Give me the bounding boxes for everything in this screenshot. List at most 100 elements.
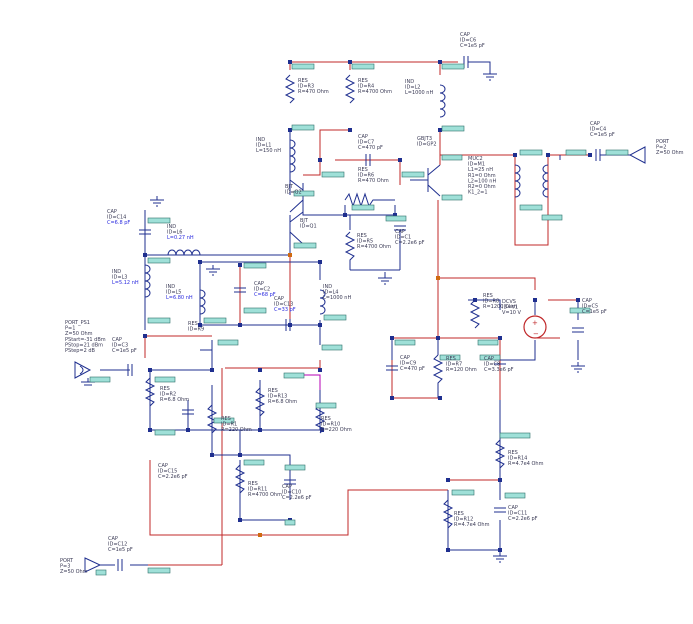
label-line: RES: [446, 356, 456, 362]
label-line: ID=R8: [483, 299, 499, 305]
label-line: CAP: [460, 32, 470, 38]
label-line: ID=R14: [508, 456, 527, 462]
label-line: ID=Q1: [300, 224, 317, 230]
capacitor-c10-symbol: [284, 479, 296, 485]
label-line: ID=C7: [358, 140, 374, 146]
label-line: ID=R12: [454, 517, 473, 523]
resistor-r2-symbol: [144, 377, 156, 430]
label-line: RES: [268, 388, 278, 394]
label-line: R2=0 Ohm: [468, 184, 496, 190]
ground-l5: [206, 265, 220, 276]
label-line: L=1000 nH: [405, 90, 433, 96]
label-line: PORT_PS1: [65, 320, 90, 326]
label-line: ID=R13: [268, 394, 287, 400]
label-line: L2=100 nH: [468, 178, 496, 184]
label-line: ID=R4: [358, 84, 374, 90]
label-line: Z=50 Ohm: [60, 569, 88, 575]
label-line: RES: [357, 233, 367, 239]
inductor-l3-symbol: [144, 264, 151, 298]
capacitor-c15-symbol: [182, 409, 194, 415]
label-line: ID=R2: [160, 392, 176, 398]
label-line: GBJT3: [417, 136, 432, 142]
label-line: RES: [358, 78, 368, 84]
label-line: CAP: [400, 355, 410, 361]
label-line: PORT: [60, 558, 74, 564]
label-line: C=470 pF: [400, 366, 425, 372]
label-line: CAP: [582, 298, 592, 304]
label-line: CAP: [107, 209, 117, 215]
inductor-l4-symbol: [319, 289, 326, 315]
label-line: R=120 Ohm: [446, 367, 477, 373]
label-line: ID=L6: [167, 230, 182, 236]
label-line: PStart=-31 dBm: [65, 337, 106, 343]
label-line: P=2: [656, 145, 666, 151]
label-line: RES: [160, 386, 170, 392]
label-line: IND: [256, 137, 265, 143]
ground-c6: [483, 70, 497, 81]
label-line: R=6.8 Ohm: [268, 399, 297, 405]
label-line: ID=Q2: [285, 190, 302, 196]
label-line: ID=C11: [508, 511, 527, 517]
ground-symbols: [81, 70, 585, 563]
label-line: C=33 pF: [274, 307, 296, 313]
label-line: ID=R9: [188, 327, 204, 333]
label-line: R=4700 Ohm: [358, 89, 392, 95]
label-line: C=1e5 pF: [108, 547, 133, 553]
label-line: ID=L5: [166, 290, 181, 296]
label-line: ID=C9: [400, 361, 416, 367]
port-p3-symbol: [84, 557, 102, 573]
resistor-r13-symbol: [254, 387, 266, 430]
label-line: RES: [248, 481, 258, 487]
ground-c11: [493, 552, 507, 563]
label-line: BJT: [300, 218, 309, 224]
label-line: L=0.27 nH: [167, 235, 194, 241]
svg-text:+: +: [532, 319, 538, 327]
label-line: ID=L1: [256, 143, 271, 149]
label-line: ID=C15: [158, 469, 177, 475]
ground-c5: [571, 362, 585, 373]
label-line: BJT: [285, 184, 294, 190]
label-line: C=2.2e6 pF: [395, 240, 425, 246]
label-line: ID=C5: [582, 304, 598, 310]
inductor-m1-primary-symbol: [514, 164, 521, 198]
label-line: CAP: [158, 463, 168, 469]
label-line: IND: [323, 284, 332, 290]
capacitor-c11-symbol: [494, 507, 506, 513]
label-line: ID=R5: [357, 239, 373, 245]
label-line: R=4.7e4 Ohm: [508, 461, 544, 467]
label-line: RES: [188, 321, 198, 327]
resistor-r11-symbol: [234, 464, 246, 520]
label-line: IND: [112, 269, 121, 275]
svg-text:−: −: [533, 330, 539, 338]
label-line: RES: [358, 167, 368, 173]
label-line: C=6.8 pF: [107, 220, 130, 226]
capacitor-c4-symbol: [595, 149, 601, 161]
label-line: ID=C14: [107, 215, 126, 221]
capacitor-c6-symbol: [463, 56, 469, 68]
label-line: R=4.7e4 Ohm: [454, 522, 490, 528]
label-line: MUC2: [468, 156, 483, 162]
